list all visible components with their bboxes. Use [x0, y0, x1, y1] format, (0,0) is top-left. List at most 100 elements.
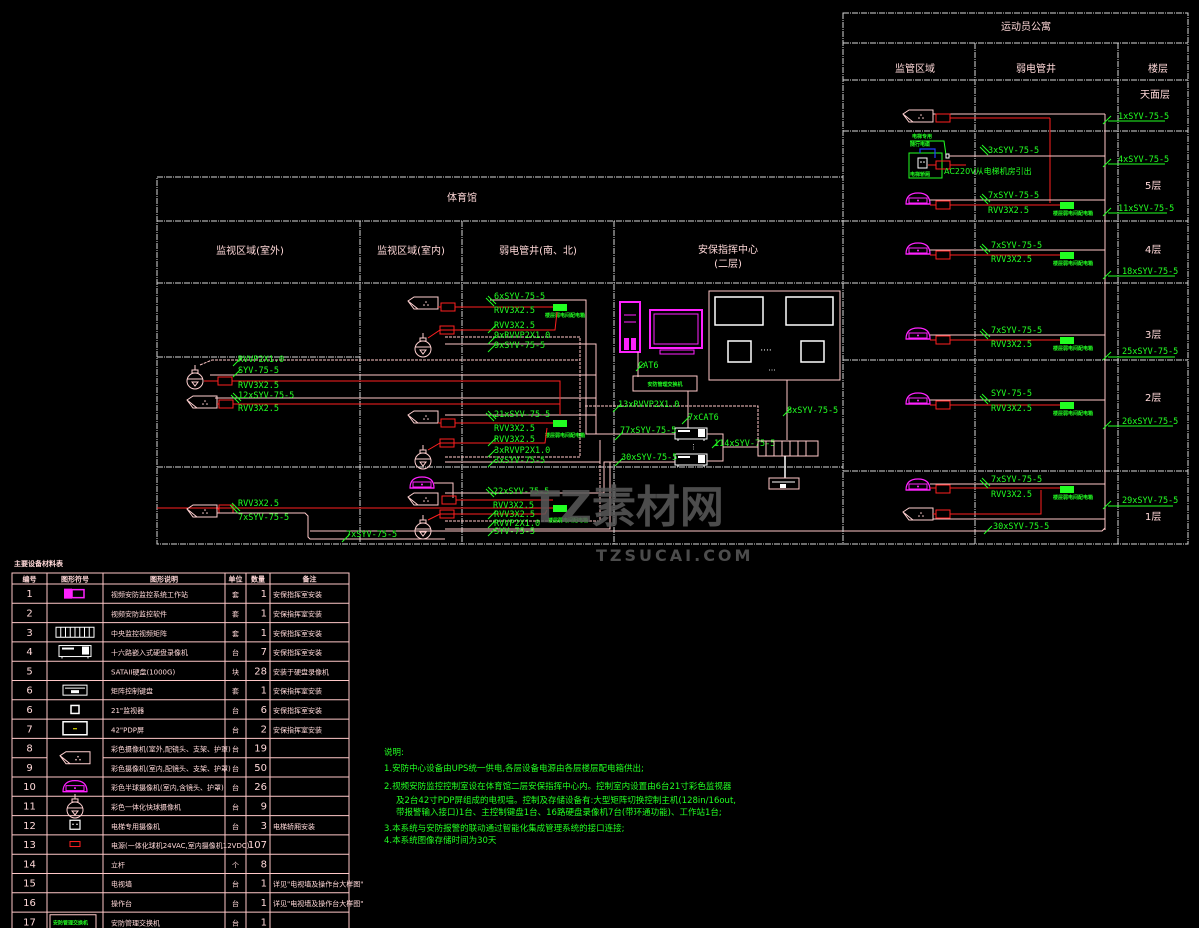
label-f3-a: 7xSYV-75-5 — [991, 326, 1042, 336]
table-cell-qty: 107 — [248, 840, 267, 851]
label-out1-c: RVV3X2.5 — [238, 381, 279, 391]
power-supply-icon — [69, 841, 81, 848]
label-out1-b: SYV-75-5 — [238, 366, 279, 376]
table-cell-no: 1 — [26, 589, 32, 600]
label-r3-c: RVV3X2.5 — [494, 510, 535, 520]
pdp-icon — [62, 721, 88, 736]
dormitory-title: 运动员公寓 — [1001, 20, 1051, 33]
table-cell-unit: 块 — [232, 667, 239, 676]
label-r3-box: 楼层弱电间配电箱 — [548, 517, 588, 524]
monitor-icon — [70, 704, 80, 715]
switch-label-icon: 安防管理交换机 — [49, 914, 97, 928]
security-switch — [632, 375, 698, 392]
label-f5-c: RVV3X2.5 — [988, 206, 1029, 216]
table-cell-no: 17 — [23, 917, 36, 928]
roof-camera — [902, 109, 934, 123]
dvr-icon — [674, 427, 708, 442]
indoor-camera-3 — [407, 492, 439, 506]
lift-label-1: 电梯专用 — [912, 133, 932, 140]
table-cell-qty: 1 — [261, 898, 267, 909]
table-cell-qty: 1 — [261, 628, 267, 639]
table-cell-desc: 彩色一体化快球摄像机 — [111, 802, 181, 811]
label-r2-b: RVV3X2.5 — [494, 424, 535, 434]
table-cell-unit: 台 — [232, 802, 239, 811]
watermark-url: TZSUCAI.COM — [596, 546, 753, 565]
floor-roof: 天面层 — [1140, 89, 1170, 101]
floor-5: 5层 — [1145, 180, 1161, 192]
note-2-cont1: 及2台42寸PDP屏组成的电视墙。控制及存储设备有:大型矩阵切换控制主机(128… — [396, 795, 736, 806]
label-f4-b: RVV3X2.5 — [991, 255, 1032, 265]
table-cell-note: 安保指挥室安装 — [273, 590, 322, 599]
table-cell-unit: 台 — [232, 822, 239, 831]
matrix-icon — [757, 440, 819, 457]
lift-label-2: 随行电缆 — [910, 141, 930, 148]
table-cell-qty: 7 — [261, 647, 267, 658]
dvr-icon — [58, 645, 92, 660]
table-cell-note: 详见"电视墙及操作台大样图" — [273, 899, 363, 908]
table-cell-desc: 十六路嵌入式硬盘录像机 — [111, 648, 188, 657]
label-roof-riser: 1xSYV-75-5 — [1118, 112, 1169, 122]
table-cell-no: 14 — [23, 859, 36, 870]
f2-dome-camera — [905, 392, 931, 405]
table-cell-desc: 视频安防监控系统工作站 — [111, 590, 188, 599]
gym-col-shaft: 弱电管井(南、北) — [499, 244, 577, 257]
table-cell-no: 10 — [23, 782, 36, 793]
matrix-icon — [55, 626, 95, 638]
label-r1-a: 6xSYV-75-5 — [494, 292, 545, 302]
note-4: 4.本系统图像存储时间为30天 — [384, 835, 497, 846]
label-r1-box: 楼层弱电间配电箱 — [545, 312, 585, 319]
label-r3-e: SYV-75-5 — [494, 527, 535, 537]
lift-label-3: 电梯轿厢 — [910, 171, 930, 178]
label-f1-trunk: 30xSYV-75-5 — [993, 522, 1049, 532]
workstation-icon — [64, 588, 85, 599]
table-cell-desc: 彩色摄像机(室内,配镜头、支架、护罩) — [111, 764, 231, 773]
label-out2-b: RVV3X2.5 — [238, 404, 279, 414]
table-cell-no: 16 — [23, 898, 36, 909]
note-3: 3.本系统与安防报警的联动通过智能化集成管理系统的接口连接; — [384, 823, 624, 834]
table-cell-no: 4 — [26, 647, 32, 658]
table-cell-qty: 3 — [261, 821, 267, 832]
table-cell-no: 5 — [26, 666, 32, 677]
table-cell-note: 安保指挥室安装 — [273, 629, 322, 638]
table-cell-note: 安保指挥室安装 — [273, 648, 322, 657]
table-cell-qty: 50 — [254, 763, 267, 774]
table-cell-desc: 电视墙 — [111, 880, 132, 889]
table-cell-unit: 台 — [232, 764, 239, 773]
floor-2: 2层 — [1145, 392, 1161, 404]
table-cell-desc: 矩阵控制键盘 — [111, 687, 153, 696]
indoor-camera-2 — [407, 410, 439, 424]
f1-camera — [902, 507, 934, 521]
table-cell-qty: 1 — [261, 589, 267, 600]
table-cell-desc: 21"监视器 — [111, 706, 144, 715]
table-cell-no: 3 — [26, 628, 32, 639]
label-f1-a: 7xSYV-75-5 — [991, 475, 1042, 485]
label-f1-b: RVV3X2.5 — [991, 490, 1032, 500]
f1-dome-camera — [905, 478, 931, 491]
label-f1-box: 楼层弱电间配电箱 — [1053, 494, 1093, 501]
gym-col-outdoor: 监视区域(室外) — [216, 244, 284, 257]
f5-dome-camera — [905, 192, 931, 205]
label-f5-riser2: 11xSYV-75-5 — [1118, 204, 1174, 214]
table-cell-desc: 视频安防监控软件 — [111, 609, 167, 618]
label-f2-box: 楼层弱电间配电箱 — [1053, 410, 1093, 417]
table-cell-unit: 台 — [232, 918, 239, 927]
table-cell-qty: 9 — [261, 801, 267, 812]
table-cell-no: 2 — [26, 608, 32, 619]
table-cell-unit: 台 — [232, 880, 239, 889]
f3-dome-camera — [905, 327, 931, 340]
table-cell-qty: 26 — [254, 782, 267, 793]
label-r1-c: RVV3X2.5 — [494, 321, 535, 331]
label-out3-b: 7xSYV-75-5 — [238, 513, 289, 523]
label-cc-30: 30xSYV-75-5 — [621, 453, 677, 463]
label-cc-13: 13xRVVP2X1.0 — [618, 400, 679, 410]
label-f5-riser1: 4xSYV-75-5 — [1118, 155, 1169, 165]
label-f3-b: RVV3X2.5 — [991, 340, 1032, 350]
floor-4: 4层 — [1145, 244, 1161, 256]
keyboard-icon — [62, 684, 88, 696]
table-header-1: 图形符号 — [61, 575, 89, 584]
label-out3-c: 7xSYV-75-5 — [346, 530, 397, 540]
gym-col-indoor: 监视区域(室内) — [377, 244, 445, 257]
table-cell-qty: 2 — [261, 724, 267, 735]
